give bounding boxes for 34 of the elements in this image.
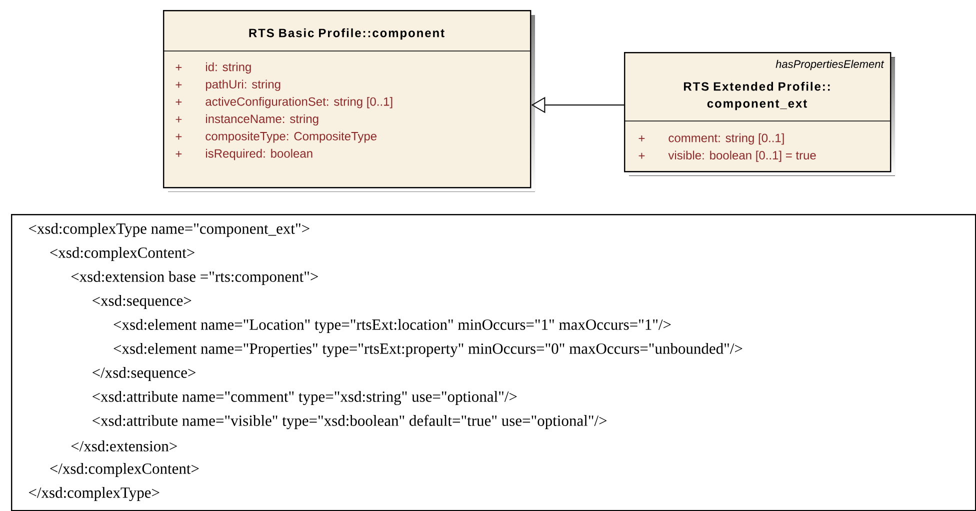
code-line: <xsd:complexType name="component_ext"> — [28, 222, 310, 238]
attribute-text: instanceName: string — [206, 114, 318, 126]
class-box — [624, 52, 896, 176]
code-line: <xsd:sequence> — [92, 294, 192, 310]
attribute-text: compositeType: CompositeType — [206, 132, 377, 143]
code-line: </xsd:complexContent> — [50, 462, 199, 478]
code-line: <xsd:element name="Properties" type="rtsExt:property" minOccurs="0" maxOccurs="unbounded"/> — [114, 342, 742, 358]
visibility-mark: + — [176, 82, 182, 88]
code-line: </xsd:complexType> — [28, 486, 160, 502]
code-box — [11, 214, 976, 511]
attribute-text: id: string — [206, 62, 251, 74]
visibility-mark: + — [638, 152, 645, 159]
attribute-text: activeConfigurationSet: string [0..1] — [206, 97, 392, 108]
code-line: </xsd:extension> — [71, 440, 177, 452]
class-box — [162, 10, 535, 192]
class-title: RTS Extended Profile:: component_ext — [684, 82, 830, 110]
visibility-mark: + — [176, 99, 182, 106]
code-line: <xsd:extension base ="rts:component"> — [71, 270, 318, 286]
visibility-mark: + — [176, 116, 182, 122]
visibility-mark: + — [638, 136, 645, 142]
code-line: <xsd:attribute name="comment" type="xsd:string" use="optional"/> — [92, 390, 517, 406]
code-line: <xsd:attribute name="visible" type="xsd:boolean" default="true" use="optional"/> — [92, 414, 607, 430]
code-line: </xsd:sequence> — [92, 366, 196, 382]
code-line: <xsd:complexContent> — [50, 246, 194, 262]
visibility-mark: + — [176, 64, 182, 70]
attribute-text: isRequired: boolean — [206, 148, 312, 160]
visibility-mark: + — [176, 151, 182, 157]
code-line: <xsd:element name="Location" type="rtsExt:location" minOccurs="1" maxOccurs="1"/> — [114, 318, 671, 334]
attribute-text: pathUri: string — [206, 80, 280, 91]
attribute-text: comment: string [0..1] — [668, 133, 784, 145]
attribute-text: visible: boolean [0..1] = true — [668, 150, 816, 162]
visibility-mark: + — [176, 134, 182, 140]
class-title: RTS Basic Profile::component — [249, 28, 444, 40]
stereotype-label: hasPropertiesElement — [776, 60, 884, 70]
